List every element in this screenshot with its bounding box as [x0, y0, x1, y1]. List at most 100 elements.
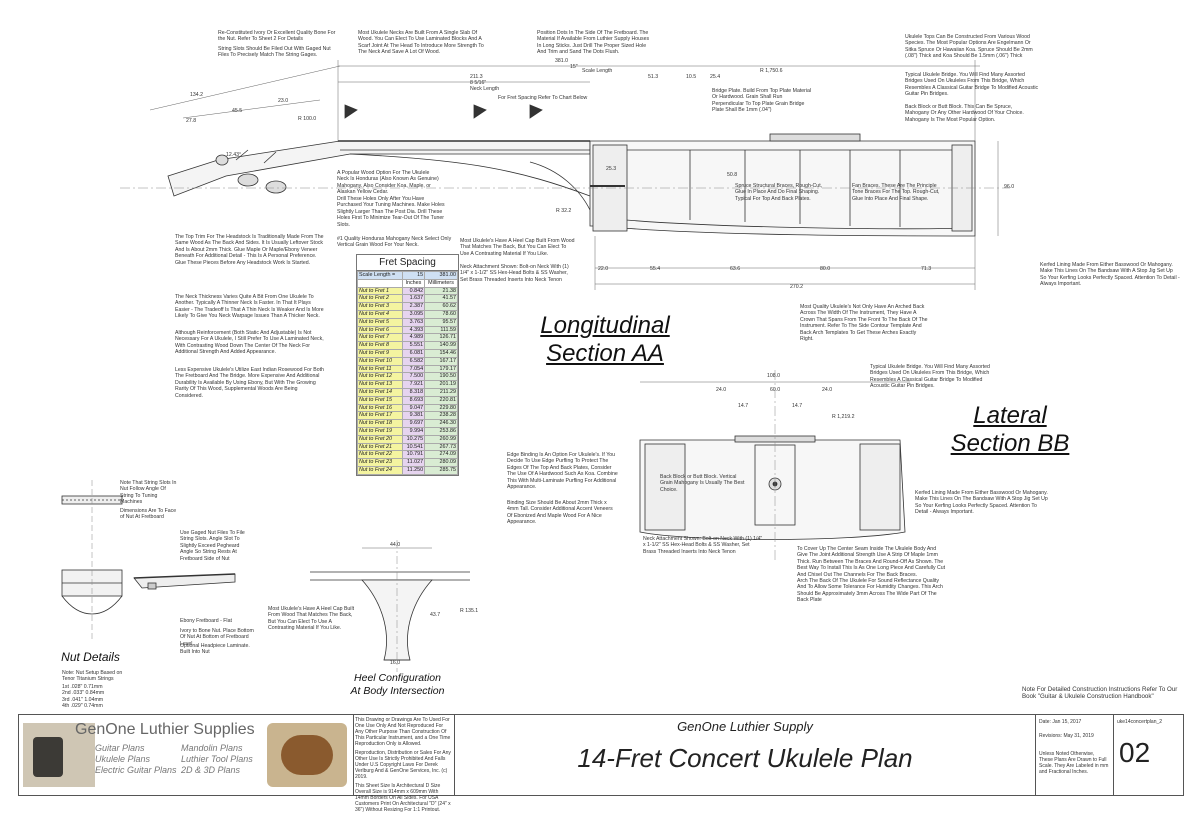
file-name: uke14concertplan_2: [1117, 719, 1163, 725]
fret-cell-mm: 60.62: [424, 302, 458, 311]
dim-508: 50.8: [727, 172, 738, 178]
fret-cell-label: Nut to Fret 18: [357, 419, 403, 428]
fret-cell-in: 8.318: [401, 387, 426, 397]
link-luthier-tool-plans[interactable]: Luthier Tool Plans: [181, 754, 253, 764]
dim-neck-len: 211.3: [470, 74, 483, 80]
note-nut-angle: Note That String Slots In Nut Follow Ang…: [120, 480, 177, 506]
fret-cell-label: Nut to Fret 15: [357, 395, 403, 405]
fret-cell-mm: 21.38: [424, 286, 458, 296]
fret-cell-label: Nut to Fret 5: [357, 317, 403, 327]
dim-437: 43.7: [430, 612, 441, 618]
brand-cell: GenOne Luthier Supplies Guitar Plans Uku…: [19, 715, 354, 795]
fret-cell-mm: 280.09: [424, 458, 458, 467]
link-2d-3d-plans[interactable]: 2D & 3D Plans: [181, 765, 241, 775]
dim-27: 27.8: [186, 118, 197, 124]
dim-23: 23.0: [278, 98, 289, 104]
brand-name: GenOne Luthier Supplies: [75, 721, 255, 738]
revisions-text: Revisions: May 31, 2019: [1039, 733, 1094, 739]
fret-cell-in: 9.994: [401, 426, 426, 436]
note-fan-braces: Fan Braces. These Are The Principle Tone…: [852, 183, 940, 202]
scale-inches: 15: [401, 271, 426, 280]
nut-gauge-row: 1st .028" 0.71mm: [62, 684, 103, 690]
fret-cell-in: 4.393: [401, 325, 426, 335]
note-back-block: Back Block or Butt Block. This Can Be Sp…: [905, 104, 1024, 123]
sheet-number: 02: [1119, 737, 1151, 768]
fret-cell-label: Nut to Fret 4: [357, 309, 403, 319]
link-ukulele-plans[interactable]: Ukulele Plans: [95, 754, 151, 764]
note-wood-option: A Popular Wood Option For The Ukulele Ne…: [337, 170, 439, 196]
dim-160: 16.0: [390, 660, 401, 666]
note-binding-size: Binding Size Should Be About 2mm Thick x…: [507, 500, 613, 526]
title-heel: Heel Configuration At Body Intersection: [330, 672, 465, 698]
note-bridge-plate: Bridge Plate. Build From Top Plate Mater…: [712, 88, 812, 114]
fret-cell-label: Nut to Fret 22: [357, 450, 403, 460]
dim-800: 80.0: [820, 266, 831, 272]
note-neck-attach: Neck Attachment Shown: Bolt-on Neck With…: [460, 264, 569, 283]
photo-body-shape: [281, 735, 333, 775]
dim-254: 25.4: [710, 74, 721, 80]
note-arched-back: Most Quality Ukulele's Not Only Have An …: [800, 304, 928, 343]
dim-r1219: R 1,219.2: [832, 414, 855, 420]
legal-cell: This Drawing or Drawings Are To Used For…: [353, 715, 455, 813]
tuner-icon: [215, 149, 287, 194]
fret-table-scale-row: Scale Length = 15 381.00: [357, 271, 458, 280]
fret-cell-mm: 140.99: [424, 341, 458, 350]
note-back-block-vertical: Back Block or Butt Block. Vertical Grain…: [660, 474, 745, 493]
fret-cell-label: Nut to Fret 24: [357, 465, 403, 475]
dim-angle: 12.43°: [226, 152, 242, 158]
link-guitar-plans[interactable]: Guitar Plans: [95, 743, 145, 753]
dim-r100: R 100.0: [298, 116, 317, 122]
dim-45: 45.5: [232, 108, 243, 114]
note-drill-holes: Drill These Holes Only After You Have Pu…: [337, 196, 445, 228]
fret-cell-label: Nut to Fret 19: [357, 426, 403, 436]
dim-240b: 24.0: [822, 387, 833, 393]
nut-details: [61, 480, 236, 640]
fret-cell-in: 10.791: [401, 450, 426, 460]
dim-r1351: R 135.1: [460, 608, 479, 614]
fret-cell-mm: 274.09: [424, 450, 458, 460]
note-center-seam: To Cover Up The Center Seam Inside The U…: [797, 546, 946, 578]
fret-cell-label: Nut to Fret 20: [357, 434, 403, 444]
fret-cell-mm: 229.80: [424, 403, 458, 413]
fret-cell-mm: 238.28: [424, 411, 458, 421]
link-mandolin-plans[interactable]: Mandolin Plans: [181, 743, 243, 753]
dim-253: 25.3: [606, 166, 617, 172]
fret-cell-in: 7.500: [401, 372, 426, 382]
sheet-cell: uke14concertplan_2 02: [1113, 715, 1183, 795]
link-electric-guitar-plans[interactable]: Electric Guitar Plans: [95, 765, 177, 775]
fret-table-title: Fret Spacing: [357, 255, 458, 271]
fret-cell-mm: 285.75: [424, 465, 458, 475]
note-edge-binding: Edge Binding Is An Option For Ukulele's.…: [507, 452, 618, 491]
note-neck-thickness: The Neck Thickness Varies Quite A Bit Fr…: [175, 294, 324, 320]
dim-960: 96.0: [1004, 184, 1015, 190]
note-ebony-fb: Ebony Fretboard - Flat: [180, 618, 232, 624]
title-heel-line1: Heel Configuration: [354, 672, 441, 684]
note-bridge-typical: Typical Ukulele Bridge. You Will Find Ma…: [905, 72, 1039, 98]
fret-cell-mm: 260.99: [424, 434, 458, 444]
note-tops: Ukulele Tops Can Be Constructed From Var…: [905, 34, 1033, 60]
note-kerfed-lining-lateral: Kerfed Lining Made From Either Basswood …: [915, 490, 1048, 516]
dim-147b: 14.7: [792, 403, 803, 409]
dim-2702: 270.2: [790, 284, 803, 290]
scale-mm: 381.00: [424, 271, 458, 280]
date-text: Date: Jan 15, 2017: [1039, 719, 1082, 725]
fret-cell-label: Nut to Fret 2: [357, 294, 403, 304]
fret-cell-label: Nut to Fret 6: [357, 325, 403, 335]
empty-header: [357, 278, 403, 288]
date-cell: Date: Jan 15, 2017 Revisions: May 31, 20…: [1035, 715, 1114, 795]
fret-cell-label: Nut to Fret 8: [357, 341, 403, 350]
fret-cell-in: 6.081: [401, 348, 426, 358]
title-block: GenOne Luthier Supplies Guitar Plans Uku…: [18, 714, 1184, 813]
